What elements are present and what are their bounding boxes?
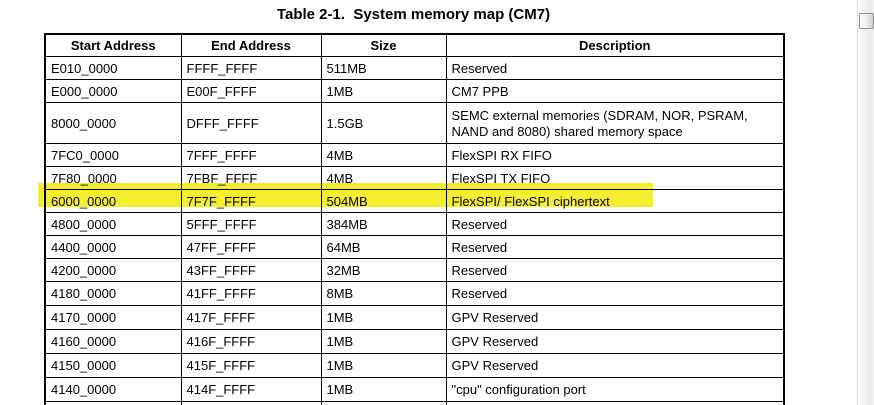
cell-end-address: 7F7F_FFFF — [180, 189, 322, 213]
cell-size: 1.5GB — [320, 102, 447, 144]
cell-end-address: 5FFF_FFFF — [180, 212, 322, 236]
column-header-start-address: Start Address — [44, 33, 182, 57]
cell-end-address: 41FF_FFFF — [180, 281, 322, 306]
cell-start-address: 4800_0000 — [44, 212, 182, 236]
table-row: 4130_0000413F_FFFF1MBReserved for "ems" … — [44, 401, 785, 405]
column-header-end-address: End Address — [180, 33, 322, 57]
cell-start-address: 4140_0000 — [44, 377, 182, 402]
cell-size: 384MB — [320, 212, 447, 236]
cell-size: 32MB — [320, 258, 447, 282]
cell-size: 4MB — [320, 166, 447, 190]
cell-start-address: 7F80_0000 — [44, 166, 182, 190]
cell-end-address: 43FF_FFFF — [180, 258, 322, 282]
cell-description: CM7 PPB — [445, 79, 785, 103]
cell-end-address: 7FBF_FFFF — [180, 166, 322, 190]
cell-description: "cpu" configuration port — [445, 377, 785, 402]
cell-description: FlexSPI TX FIFO — [445, 166, 785, 190]
cell-start-address: 4160_0000 — [44, 329, 182, 354]
cell-size: 1MB — [320, 377, 447, 402]
cell-size: 1MB — [320, 329, 447, 354]
cell-description: GPV Reserved — [445, 305, 785, 330]
cell-size: 1MB — [320, 305, 447, 330]
cell-description: Reserved — [445, 212, 785, 236]
cell-end-address: E00F_FFFF — [180, 79, 322, 103]
cell-size: 1MB — [320, 353, 447, 378]
cell-start-address: E010_0000 — [44, 56, 182, 80]
cell-description: Reserved — [445, 56, 785, 80]
column-header-size: Size — [320, 33, 447, 57]
cell-end-address: 47FF_FFFF — [180, 235, 322, 259]
cell-end-address: 416F_FFFF — [180, 329, 322, 354]
cell-size: 4MB — [320, 143, 447, 167]
cell-start-address: 4150_0000 — [44, 353, 182, 378]
vertical-scrollbar[interactable] — [857, 0, 874, 405]
cell-end-address: DFFF_FFFF — [180, 102, 322, 144]
cell-end-address: 417F_FFFF — [180, 305, 322, 330]
cell-description: SEMC external memories (SDRAM, NOR, PSRA… — [445, 102, 785, 144]
cell-end-address: 414F_FFFF — [180, 377, 322, 402]
cell-description: Reserved — [445, 235, 785, 259]
scrollbar-thumb[interactable] — [859, 13, 874, 29]
cell-size: 511MB — [320, 56, 447, 80]
header-row: Start Address End Address Size Descripti… — [44, 33, 785, 57]
cell-start-address: 4170_0000 — [44, 305, 182, 330]
cell-description: Reserved for "ems" GPV — [445, 401, 785, 405]
cell-start-address: 4400_0000 — [44, 235, 182, 259]
cell-start-address: 4200_0000 — [44, 258, 182, 282]
cell-description: GPV Reserved — [445, 353, 785, 378]
cell-start-address: E000_0000 — [44, 79, 182, 103]
cell-start-address: 4130_0000 — [44, 401, 182, 405]
cell-end-address: 7FFF_FFFF — [180, 143, 322, 167]
cell-description: Reserved — [445, 281, 785, 306]
cell-description: FlexSPI/ FlexSPI ciphertext — [445, 189, 785, 213]
column-header-description: Description — [445, 33, 785, 57]
cell-start-address: 4180_0000 — [44, 281, 182, 306]
cell-start-address: 6000_0000 — [44, 189, 182, 213]
cell-size: 8MB — [320, 281, 447, 306]
table-caption: Table 2-1. System memory map (CM7) — [276, 6, 551, 23]
cell-end-address: FFFF_FFFF — [180, 56, 322, 80]
cell-description: GPV Reserved — [445, 329, 785, 354]
cell-start-address: 7FC0_0000 — [44, 143, 182, 167]
cell-start-address: 8000_0000 — [44, 102, 182, 144]
cell-size: 64MB — [320, 235, 447, 259]
cell-description: Reserved — [445, 258, 785, 282]
cell-end-address: 415F_FFFF — [180, 353, 322, 378]
cell-size: 504MB — [320, 189, 447, 213]
system-memory-map-table: Start Address End Address Size Descripti… — [44, 33, 785, 405]
cell-description: FlexSPI RX FIFO — [445, 143, 785, 167]
cell-size: 1MB — [320, 401, 447, 405]
cell-size: 1MB — [320, 79, 447, 103]
table-header: Start Address End Address Size Descripti… — [44, 33, 785, 57]
cell-end-address: 413F_FFFF — [180, 401, 322, 405]
